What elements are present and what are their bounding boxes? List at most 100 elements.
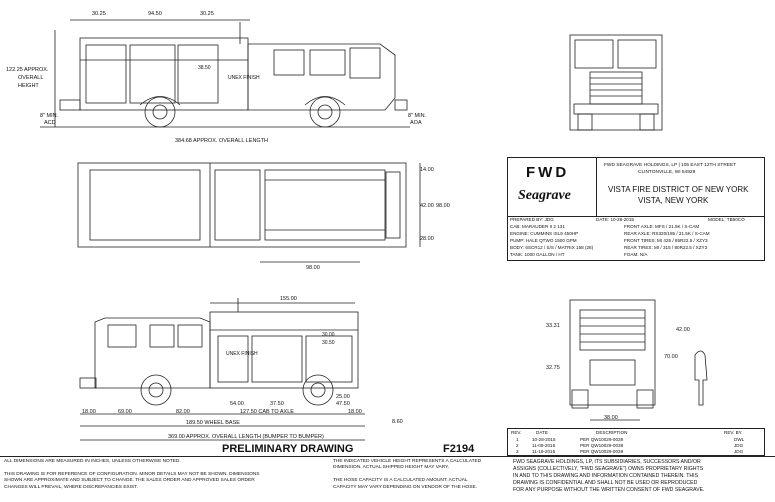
dim-label: 33.31 [546, 323, 560, 329]
logo-fwd: FWD [526, 164, 570, 181]
spec-cell: TANK: 1000 GALLON / HT [510, 252, 565, 257]
table-row: 10-28-2015 [532, 437, 556, 442]
customer-location: VISTA, NEW YORK [638, 196, 709, 205]
table-row: JDG [734, 449, 744, 454]
dim-label: 42.00 [420, 203, 434, 209]
dim-label: 98.00 [436, 203, 450, 209]
acd-label: ACD [44, 120, 56, 126]
dim-label: 30.25 [92, 11, 106, 17]
spec-cell: FOAM: N/A [624, 252, 648, 257]
note-line: FWD SEAGRAVE HOLDINGS, LP, ITS SUBSIDIAR… [513, 459, 701, 465]
front-view [569, 34, 663, 131]
dim-label: 47.50 [336, 401, 350, 407]
dim-label: 54.00 [230, 401, 244, 407]
spec-cell: PUMP: HALE QTWO 1500 GPM [510, 238, 577, 243]
table-row: 11-09-2015 [532, 443, 556, 448]
spec-cell: FRONT AXLE: MFS / 21.5K / S-CAM [624, 224, 700, 229]
dim-label: 38.50 [198, 65, 211, 71]
rev-header: REV. BY [724, 430, 742, 435]
note-line: CHANGES WILL PREVAIL, WHERE DISCREPANCIE… [4, 484, 138, 490]
proprietary-notice: FWD SEAGRAVE HOLDINGS, LP, ITS SUBSIDIAR… [513, 459, 704, 494]
dim-label: 69.00 [118, 409, 132, 415]
overall-height-label: HEIGHT [18, 83, 39, 89]
company-address: CLINTONVILLE, WI 54929 [638, 170, 696, 175]
spec-cell: ENGINE: CUMMINS ISL9 450HP [510, 231, 579, 236]
company-address: FWD SEAGRAVE HOLDINGS, LP | 105 EAST 12T… [604, 163, 737, 168]
dim-label: 155.00 [280, 296, 297, 302]
rev-header: REV. [511, 430, 522, 435]
dim-label: 30.25 [200, 11, 214, 17]
wheelbase-label: 189.50 WHEEL BASE [186, 420, 240, 426]
spec-cell: REAR AXLE: RS320/185 / 31.5K / S-CAM [624, 231, 710, 236]
revision-table: REV. DATE DESCRIPTION REV. BY 1 10-28-20… [507, 428, 765, 456]
dim-label: 32.75 [546, 365, 560, 371]
spec-table: PREPARED BY: JDG CAB: MARAUDER II 2 131 … [508, 216, 764, 260]
drawing-number: F2194 [443, 443, 475, 455]
dim-label: 28.00 [420, 236, 434, 242]
dim-label: 127.50 CAB TO AXLE [240, 409, 294, 415]
dim-label: 30.50 [322, 340, 335, 346]
note-line: FOR ANY PURPOSE WITHOUT THE WRITTEN CONS… [513, 487, 705, 494]
notes-strip: ALL DIMENSIONS ARE MEASURED IN INCHES, U… [0, 456, 775, 502]
spec-cell: FRONT TIRES: MI 425 / 65R22.5 / XZY3 [624, 238, 708, 243]
table-row: 2 [516, 443, 519, 448]
rev-header: DESCRIPTION [596, 430, 628, 435]
company-logo: FWD Seagrave [508, 158, 597, 216]
customer-name: VISTA FIRE DISTRICT OF NEW YORK [608, 185, 749, 194]
table-row: DWL [734, 437, 745, 442]
spec-cell: MODEL: TB50CO [708, 217, 745, 222]
preliminary-label: PRELIMINARY DRAWING [222, 443, 354, 455]
dim-label: 14.00 [420, 167, 434, 173]
overall-length-label: 384.68 APPROX. OVERALL LENGTH [175, 138, 269, 144]
spec-cell: PREPARED BY: JDG [510, 217, 554, 222]
dim-label: 38.00 [604, 415, 618, 421]
table-row: PER QW10029-0039 [580, 437, 624, 442]
plan-view [77, 162, 421, 263]
logo-seagrave: Seagrave [518, 188, 571, 203]
note-line: THIS DRAWING IS FOR REFERENCE OF CONFIGU… [4, 471, 260, 477]
finish-label: UNEX FINISH [226, 351, 258, 357]
note-line: ASSIGNS (COLLECTIVELY, "FWD SEAGRAVE") O… [513, 466, 704, 473]
finish-label: UNEX FINISH [228, 75, 260, 81]
dim-label: 18.00 [82, 409, 96, 415]
acd-label: 8" MIN. [40, 113, 59, 119]
dim-label: 82.00 [176, 409, 190, 415]
note-line: ALL DIMENSIONS ARE MEASURED IN INCHES, U… [4, 459, 181, 464]
general-notes: ALL DIMENSIONS ARE MEASURED IN INCHES, U… [4, 459, 260, 491]
table-row: 3 [516, 449, 519, 454]
table-row: PER QW10029-0039 [580, 449, 624, 454]
dim-label: 70.00 [664, 354, 678, 360]
note-line: CAPACITY MAY VARY DEPENDING ON VENDOR OF… [333, 484, 478, 490]
dim-label: 25.00 [336, 394, 350, 400]
overall-height-label: OVERALL [18, 75, 44, 81]
dim-label: 18.00 [348, 409, 362, 415]
height-hose-notes: THE INDICATED VEHICLE HEIGHT REPRESENTS … [333, 459, 481, 491]
table-row: PER QW10029-0038 [580, 443, 624, 448]
dim-label: 42.00 [676, 327, 690, 333]
table-row: 11-19-2015 [532, 449, 556, 454]
note-line: DIMENSION. ACTUAL SHIPPED HEIGHT MAY VAR… [333, 465, 450, 471]
rev-header: DATE [536, 430, 548, 435]
note-line: IN AND TO THIS DRAWING AND INFORMATION C… [513, 473, 699, 480]
title-header: FWD Seagrave FWD SEAGRAVE HOLDINGS, LP |… [508, 158, 764, 217]
side-view-bottom [79, 298, 365, 441]
note-line: THE INDICATED VEHICLE HEIGHT REPRESENTS … [333, 459, 482, 464]
spec-cell: CAB: MARAUDER II 2 131 [510, 224, 565, 229]
side-view-top [40, 19, 410, 128]
note-line: DRAWING IS CONFIDENTIAL AND SHALL NOT BE… [513, 480, 698, 487]
dim-label: 8.60 [392, 419, 403, 425]
dim-label: 37.50 [270, 401, 284, 407]
note-line: SHOWN ARE APPROXIMATE AND SUBJECT TO CHA… [4, 478, 255, 484]
dim-label: 98.00 [306, 265, 320, 271]
table-row: 1 [516, 437, 519, 442]
aoa-label: 8" MIN. [408, 113, 427, 119]
spec-cell: REAR TIRES: MI / 315 / 80R22.5 / XZY3 [624, 245, 708, 250]
overall-height-label: 122.25 APPROX. [6, 67, 49, 73]
overall-length-label: 369.00 APPROX. OVERALL LENGTH (BUMPER TO… [168, 434, 324, 440]
rear-view [569, 299, 708, 421]
title-block: FWD Seagrave FWD SEAGRAVE HOLDINGS, LP |… [507, 157, 765, 261]
dim-label: 30.00 [322, 332, 335, 338]
note-line: THE HOSE CAPACITY IS A CALCULATED AMOUNT… [333, 478, 468, 484]
